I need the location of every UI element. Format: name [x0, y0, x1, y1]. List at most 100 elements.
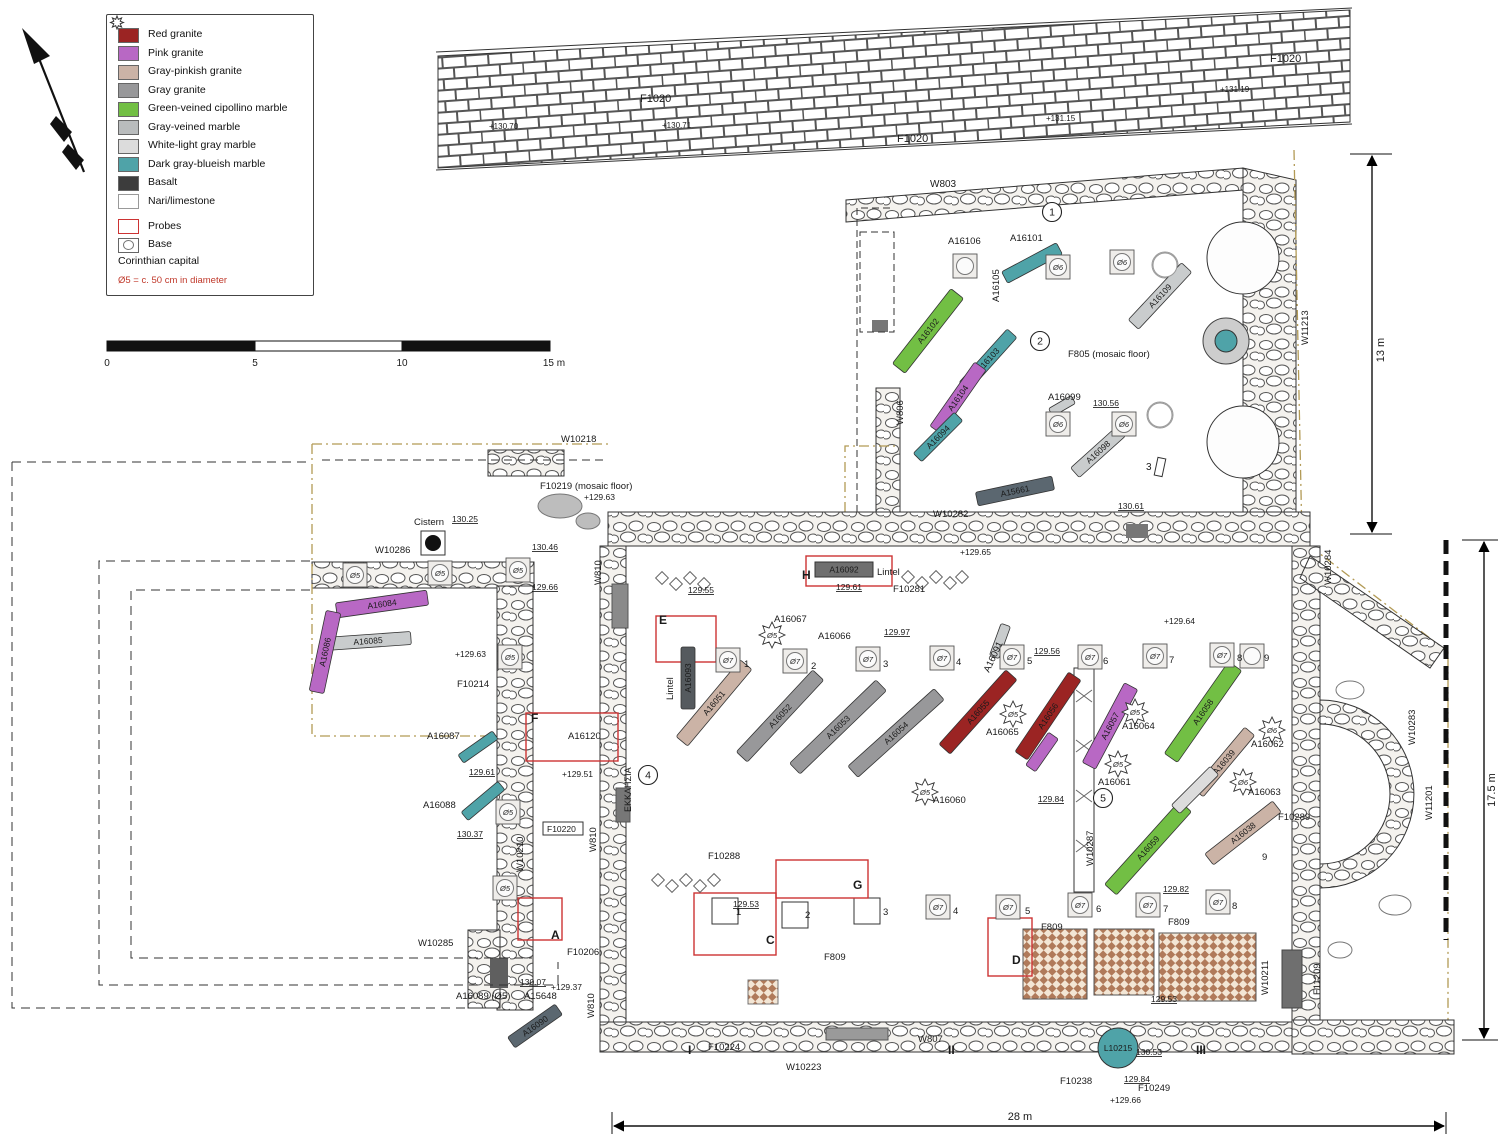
- column-base: Ø7: [1067, 892, 1093, 918]
- feature-label: 129.61: [836, 582, 862, 592]
- plan-shape: [1126, 524, 1148, 538]
- base-circle: [1152, 252, 1178, 278]
- apse: [1319, 699, 1415, 889]
- plan-shape: [11, 462, 470, 1009]
- feature-label: W10285: [418, 938, 453, 949]
- feature-label: 129.66: [532, 582, 558, 592]
- column-base: Ø5: [497, 644, 523, 670]
- column-base: Ø7: [1205, 889, 1231, 915]
- feature-label: F1020: [640, 93, 671, 105]
- feature-label: 8: [1232, 901, 1237, 912]
- corinthian-capital: Ø6: [1257, 715, 1287, 745]
- legend-label: Dark gray-blueish marble: [148, 157, 266, 170]
- feature-label: W806: [895, 400, 906, 425]
- legend-label: White-light gray marble: [148, 139, 256, 152]
- feature-label: W10223: [786, 1062, 821, 1073]
- column-shaft-rect: [1128, 263, 1192, 329]
- mosaic-patch: [747, 979, 779, 1005]
- column-shaft-rect: [458, 731, 498, 763]
- column-shaft-rect: [790, 680, 886, 774]
- material-swatch-icon: [118, 120, 139, 135]
- column-shaft-label: A16084: [367, 597, 398, 611]
- circled-number: 2: [1029, 330, 1051, 352]
- plan-shape: [1206, 221, 1280, 295]
- feature-label: 4: [953, 906, 958, 917]
- plan-shape: [435, 123, 1353, 171]
- feature-label: 129.61: [469, 767, 495, 777]
- plan-shape: [1327, 941, 1353, 959]
- feature-label: 10: [396, 358, 408, 369]
- feature-label: A16062: [1251, 739, 1284, 750]
- column-shaft-rect: [676, 660, 752, 746]
- feature-label: W810: [593, 560, 604, 585]
- base-diameter-label: Ø7: [1002, 903, 1014, 912]
- feature-label: 5: [1025, 906, 1030, 917]
- legend-label: Nari/limestone: [148, 194, 216, 207]
- circled-number-ring: [1029, 330, 1051, 352]
- legend-label: Base: [148, 238, 172, 251]
- basin-center: [1214, 329, 1238, 353]
- tag-label: A16092: [829, 565, 859, 575]
- mosaic-panel: [1022, 928, 1088, 1000]
- base-diameter-label: Ø5: [512, 566, 524, 575]
- feature-label: E: [659, 613, 667, 627]
- feature-label: Cistern: [414, 517, 444, 528]
- feature-label: 5: [252, 358, 258, 369]
- legend-label: Corinthian capital: [118, 255, 200, 267]
- column-shaft-rect: [989, 623, 1011, 659]
- feature-label: F10288: [708, 851, 740, 862]
- column-base: Ø7: [925, 894, 951, 920]
- plan-shape: [402, 341, 550, 351]
- feature-label: 130.61: [1118, 501, 1144, 511]
- feature-label: III: [1196, 1043, 1206, 1057]
- feature-label: 130.37: [457, 829, 483, 839]
- plan-shape: [1206, 405, 1280, 479]
- feature-label: F10224: [708, 1042, 740, 1053]
- column-base: [1239, 643, 1265, 669]
- north-arrow: [22, 28, 86, 173]
- material-swatch-icon: [118, 83, 139, 98]
- feature-label: G: [853, 878, 862, 892]
- column-base: Ø7: [999, 644, 1025, 670]
- feature-label: F809: [824, 952, 846, 963]
- base-diameter-label: Ø6: [1052, 420, 1064, 429]
- circled-number-label: 1: [1049, 207, 1055, 219]
- column-base: Ø6: [1111, 411, 1137, 437]
- base-diameter-label: Ø7: [1149, 652, 1161, 661]
- capital-shape: [1103, 749, 1133, 779]
- column-shaft-label: A16093: [683, 663, 693, 693]
- feature-label: +129.63: [455, 649, 486, 659]
- base-torus: [786, 652, 804, 670]
- legend-label: Green-veined cipollino marble: [148, 102, 288, 115]
- circled-number-label: 5: [1100, 793, 1106, 805]
- tag-shape: [1097, 1027, 1139, 1069]
- probe-outline: [517, 897, 563, 941]
- feature-label: D: [1012, 953, 1021, 967]
- feature-label: 6: [1103, 656, 1108, 667]
- base-diameter-label: Ø6: [1116, 258, 1128, 267]
- feature-label: Lintel: [877, 567, 900, 578]
- feature-label: F1020: [1270, 53, 1301, 65]
- feature-label: F10238: [1060, 1076, 1092, 1087]
- plan-shape: [1291, 1019, 1455, 1055]
- plan-shape: [825, 1027, 889, 1041]
- column-base: Ø5: [342, 562, 368, 588]
- column-shaft-rect: [309, 610, 341, 694]
- feature-label: +129.51: [562, 769, 593, 779]
- column-shaft-rect: [975, 476, 1055, 506]
- circled-number-ring: [637, 764, 659, 786]
- legend-item: Pink granite: [118, 46, 302, 61]
- feature-label: +130.71: [662, 121, 692, 130]
- feature-label: 2: [811, 661, 816, 672]
- feature-label: 130.53: [1136, 1047, 1162, 1057]
- circled-number-label: 4: [645, 770, 651, 782]
- feature-tag: L10215: [1097, 1027, 1139, 1069]
- tag-label: L10215: [1104, 1043, 1133, 1053]
- base-torus: [1071, 896, 1089, 914]
- capital-diameter-label: Ø5: [766, 631, 778, 640]
- base-torus: [1243, 647, 1261, 665]
- column-shaft: A16090: [507, 1004, 563, 1048]
- base-diameter-label: Ø7: [722, 656, 734, 665]
- base-torus: [431, 564, 449, 582]
- probe-outline: [693, 892, 777, 956]
